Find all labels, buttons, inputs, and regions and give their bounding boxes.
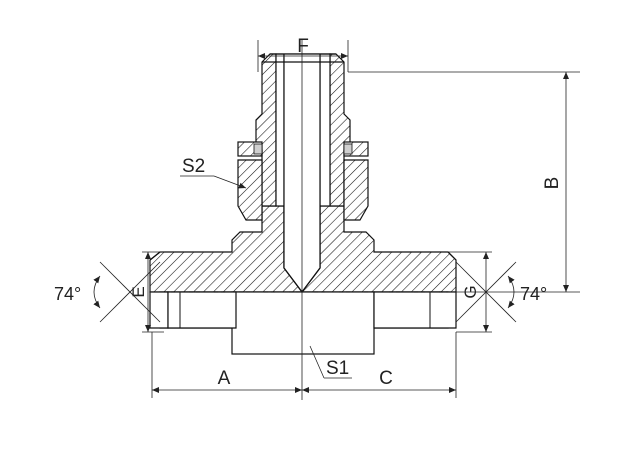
label-c: C [379, 368, 393, 389]
s1-callout: S1 [309, 345, 352, 379]
center-lines [150, 40, 456, 400]
dimension-b: B [348, 71, 580, 293]
label-angle-right: 74° [520, 284, 547, 304]
dimension-e: E [129, 251, 164, 333]
label-g: G [461, 285, 480, 298]
label-a: A [218, 368, 231, 389]
label-b: B [542, 177, 563, 190]
dimension-f: F [257, 36, 349, 72]
dimension-c: C [302, 332, 457, 398]
label-s1: S1 [326, 358, 349, 379]
o-ring-left [253, 143, 263, 155]
lock-nut [237, 141, 369, 221]
dimension-a: A [151, 332, 302, 398]
o-ring-right [343, 143, 353, 155]
angle-right: 74° [455, 261, 547, 323]
label-s2: S2 [182, 156, 205, 177]
angle-left: 74° [54, 261, 161, 323]
s2-callout: S2 [180, 156, 247, 189]
label-f: F [297, 36, 309, 57]
label-angle-left: 74° [54, 284, 81, 304]
label-e: E [129, 286, 148, 297]
main-body-section [149, 205, 457, 355]
